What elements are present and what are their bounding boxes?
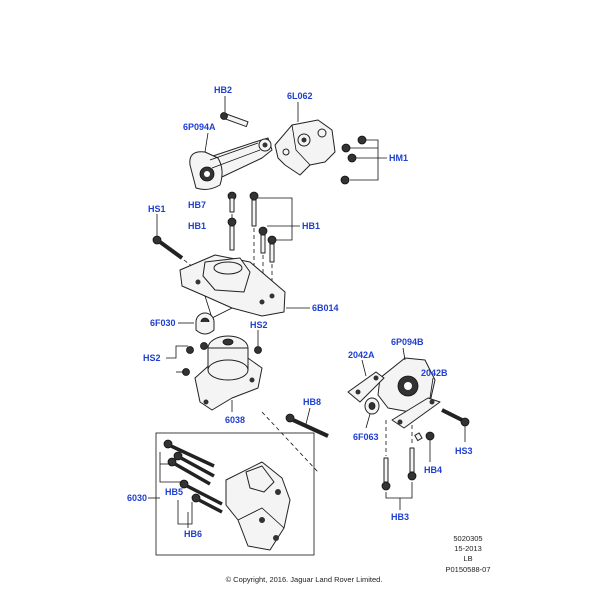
label-6F063: 6F063 — [353, 432, 379, 442]
label-2042B: 2042B — [421, 368, 448, 378]
bracket-6030 — [225, 461, 291, 551]
bolts-HB6 — [179, 479, 223, 514]
rear-mount-6P094B — [377, 357, 436, 413]
bracket-2042B — [391, 397, 441, 429]
reference-region: LB — [463, 554, 472, 563]
bolt-HS1 — [152, 235, 184, 260]
inset-frame-6030 — [155, 432, 315, 556]
label-6P094A: 6P094A — [183, 122, 216, 132]
reference-code: 5020305 — [453, 534, 482, 543]
reference-date: 15-2013 — [454, 544, 482, 553]
label-2042A: 2042A — [348, 350, 375, 360]
nuts-HS2 — [182, 342, 262, 376]
label-HB8: HB8 — [303, 397, 321, 407]
bush-6F063 — [364, 397, 380, 415]
label-HS3: HS3 — [455, 446, 473, 456]
label-6B014: 6B014 — [312, 303, 339, 313]
label-HB5: HB5 — [165, 487, 183, 497]
label-HB4: HB4 — [424, 465, 442, 475]
bolt-HB7 — [227, 191, 237, 213]
label-HB7: HB7 — [188, 200, 206, 210]
lower-mount-6038 — [194, 335, 263, 411]
label-6038: 6038 — [225, 415, 245, 425]
bolt-HB8 — [285, 413, 329, 438]
label-6F030: 6F030 — [150, 318, 176, 328]
torque-rod-6P094A — [189, 137, 273, 190]
bolt-HB2 — [220, 112, 249, 128]
bolts-HB5 — [163, 439, 215, 486]
label-HS2-left: HS2 — [143, 353, 161, 363]
label-HB1-right: HB1 — [302, 221, 320, 231]
label-6P094B: 6P094B — [391, 337, 424, 347]
bolts-HB3 — [381, 447, 417, 491]
mount-6B014 — [179, 254, 286, 319]
bolt-HB4 — [414, 431, 435, 442]
label-6030: 6030 — [127, 493, 147, 503]
label-6L062: 6L062 — [287, 91, 313, 101]
label-HB3: HB3 — [391, 512, 409, 522]
bush-6F030 — [195, 312, 215, 335]
bracket-2042A — [347, 371, 385, 403]
bolts-HB1 — [227, 191, 277, 263]
label-HB1-left: HB1 — [188, 221, 206, 231]
label-HB6: HB6 — [184, 529, 202, 539]
illustration-id: P0150588-07 — [445, 565, 490, 574]
label-HS2-top: HS2 — [250, 320, 268, 330]
label-HS1: HS1 — [148, 204, 166, 214]
bracket-6L062 — [274, 119, 336, 176]
nuts-HM1 — [340, 135, 367, 185]
label-HM1: HM1 — [389, 153, 408, 163]
copyright-footer: © Copyright, 2016. Jaguar Land Rover Lim… — [226, 575, 383, 584]
bolt-HS3 — [441, 408, 470, 427]
label-HB2: HB2 — [214, 85, 232, 95]
